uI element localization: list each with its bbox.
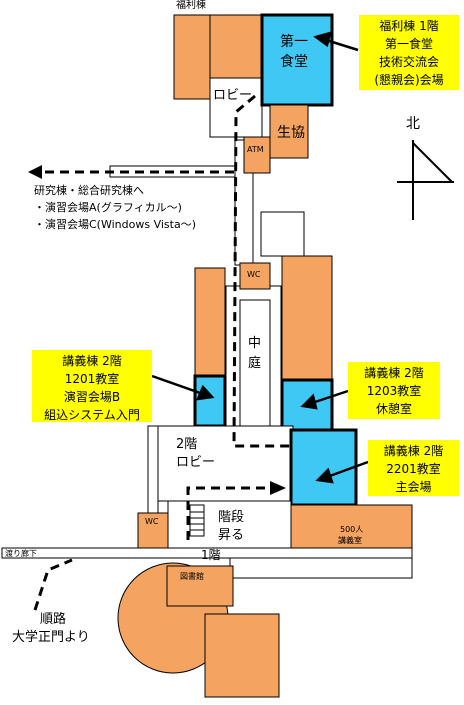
arrow-2201 — [315, 467, 334, 484]
label-lobby-2f-2: ロビー — [176, 455, 216, 470]
route-label-1: 順路 — [40, 612, 67, 627]
route-entrance — [33, 558, 73, 611]
atm-room — [243, 136, 271, 174]
corridor-1f — [1, 547, 413, 559]
arrow-1203 — [300, 393, 318, 410]
lobby-room — [209, 77, 263, 138]
label-floor-1f: 1階 — [201, 548, 221, 562]
welfare-block-2 — [209, 14, 263, 79]
label-cafeteria-1: 第一 — [280, 34, 308, 50]
callout-welfare: 福利棟 1階 第一食堂 技術交流会 (懇親会)会場 — [359, 15, 459, 90]
label-library: 図書館 — [180, 572, 204, 581]
arrow-stairs-head — [270, 481, 286, 495]
coop-room — [269, 104, 309, 159]
label-corridor: 渡り廊下 — [5, 549, 37, 558]
label-stairs-1: 階段 — [218, 510, 245, 525]
stairs-area — [167, 500, 292, 553]
research-direction: 研究棟・総合研究棟へ ・演習会場A(グラフィカル～) ・演習会場C(Window… — [34, 184, 196, 231]
label-hall-500-2: 講義室 — [338, 536, 362, 545]
label-atm: ATM — [247, 145, 264, 154]
arrow-welfare — [313, 31, 332, 48]
courtyard-area — [239, 299, 271, 429]
label-hall-500-1: 500人 — [340, 525, 364, 534]
lecture-wing-left — [194, 267, 226, 377]
callout-1201: 講義棟 2階 1201教室 演習会場B 組込システム入門 — [32, 350, 152, 422]
compass-symbol — [397, 140, 454, 220]
room-1201 — [193, 374, 227, 428]
label-north: 北 — [406, 116, 420, 132]
welfare-block-1 — [173, 14, 211, 100]
callout-1203: 講義棟 2階 1203教室 休憩室 — [348, 362, 440, 419]
label-courtyard-1: 中 — [248, 336, 262, 351]
label-lobby-2f-1: 2階 — [176, 437, 198, 452]
stairs-symbol — [189, 504, 205, 537]
arrow-research-head — [28, 165, 42, 179]
annex-room — [260, 211, 305, 257]
label-cafeteria-2: 食堂 — [280, 54, 308, 70]
library-block — [166, 565, 234, 607]
route-stairs — [186, 486, 272, 540]
label-wc-upper: WC — [247, 270, 261, 279]
label-wc-lower: WC — [145, 517, 159, 526]
label-courtyard-2: 庭 — [248, 356, 262, 371]
label-welfare: 福利棟 — [176, 0, 206, 11]
lecture-wing-right — [281, 255, 333, 381]
arrow-1201 — [196, 384, 215, 401]
label-stairs-2: 昇る — [218, 528, 245, 543]
wc-upper-room — [239, 262, 271, 290]
callout-2201: 講義棟 2階 2201教室 主会場 — [368, 440, 459, 496]
room-2201 — [289, 428, 358, 507]
library-lower — [204, 613, 280, 698]
room-1203 — [280, 378, 334, 432]
route-label-2: 大学正門より — [12, 630, 90, 645]
label-lobby: ロビー — [213, 88, 253, 103]
label-coop: 生協 — [277, 125, 305, 141]
corridor-1f-lower — [229, 557, 413, 579]
